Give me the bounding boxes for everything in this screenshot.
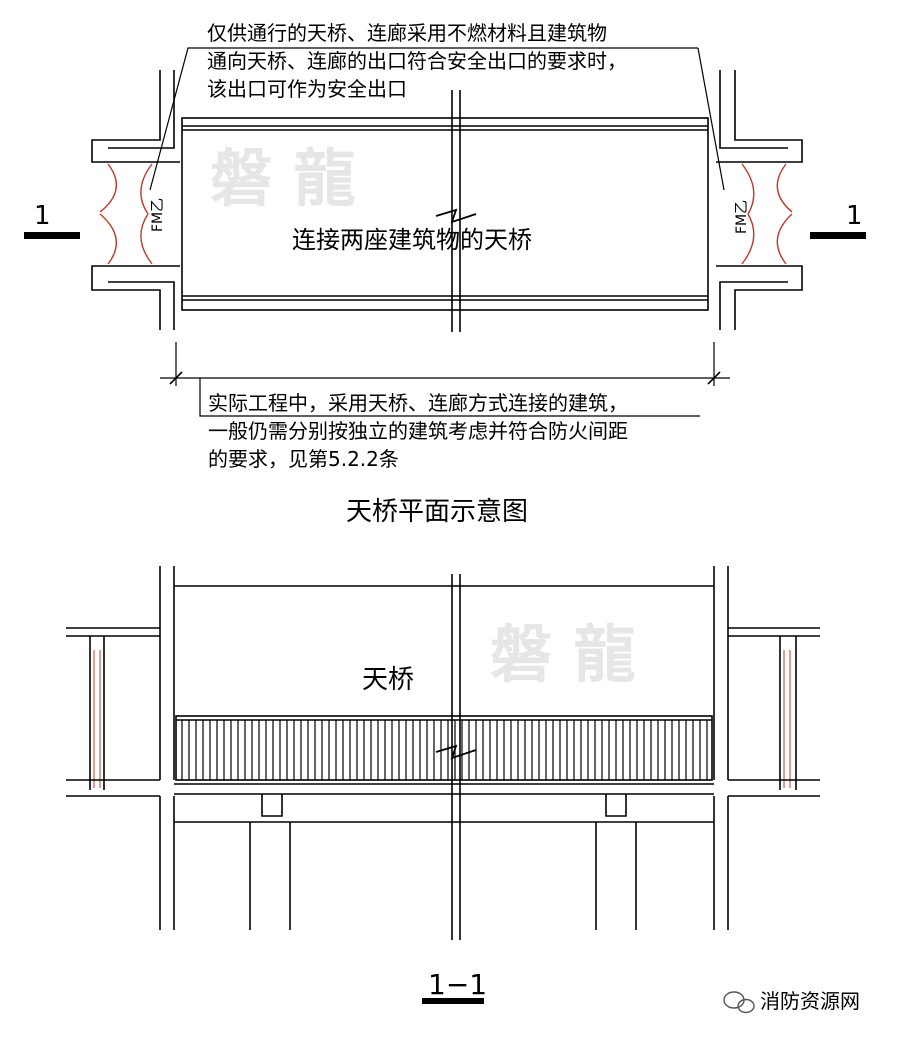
bridge-label: 连接两座建筑物的天桥 — [292, 226, 532, 254]
left-wall-lower-inner — [108, 281, 175, 330]
leader-line-left — [149, 47, 698, 191]
section-mark-left: 1 — [34, 201, 51, 231]
footer-brand: 消防资源网 — [760, 989, 860, 1013]
bottom-note-line-2: 一般仍需分别按独立的建筑考虑并符合防火间距 — [208, 419, 628, 443]
left-wall-upper-inner — [108, 70, 175, 149]
right-wall-upper — [716, 70, 803, 163]
bridge-railing — [175, 715, 713, 781]
wechat-icon — [723, 991, 755, 1014]
bridge-outline — [181, 117, 709, 311]
section-view: 磐 龍 — [66, 566, 820, 1004]
section-title-underline — [422, 998, 484, 1004]
left-wall-lower — [91, 265, 180, 330]
watermark-section: 磐 龍 — [490, 618, 636, 691]
door-label-left: FM乙 — [150, 198, 166, 232]
section-marker-left — [24, 232, 80, 239]
top-note-line-1: 仅供通行的天桥、连廊采用不燃材料且建筑物 — [207, 21, 607, 45]
door-label-right: FM乙 — [734, 200, 750, 234]
plan-view: 磐 龍 — [24, 47, 866, 417]
top-note-line-3: 该出口可作为安全出口 — [207, 77, 407, 101]
left-door-icon — [99, 163, 153, 265]
bottom-note-line-3: 的要求，见第5.2.2条 — [208, 447, 399, 471]
plan-title: 天桥平面示意图 — [346, 497, 528, 527]
left-wall-upper — [91, 70, 180, 163]
section-break-mark — [435, 744, 477, 760]
section-mark-right: 1 — [846, 201, 863, 231]
section-marker-right — [810, 232, 866, 239]
section-bridge-label: 天桥 — [362, 665, 414, 695]
right-door-icon — [741, 163, 793, 265]
section-title: 1−1 — [428, 968, 487, 1001]
watermark-plan: 磐 龍 — [210, 142, 356, 215]
leader-line-right — [697, 47, 725, 191]
leader-line-bottom — [199, 378, 700, 417]
right-wall-lower — [716, 265, 803, 330]
break-mark — [435, 208, 477, 224]
top-note-line-2: 通向天桥、连廊的出口符合安全出口的要求时， — [207, 49, 627, 73]
bottom-note-line-1: 实际工程中，采用天桥、连廊方式连接的建筑， — [208, 391, 628, 415]
right-wall-lower-inner — [719, 281, 788, 330]
railing-balusters — [181, 720, 708, 780]
right-wall-upper-inner — [719, 70, 788, 149]
